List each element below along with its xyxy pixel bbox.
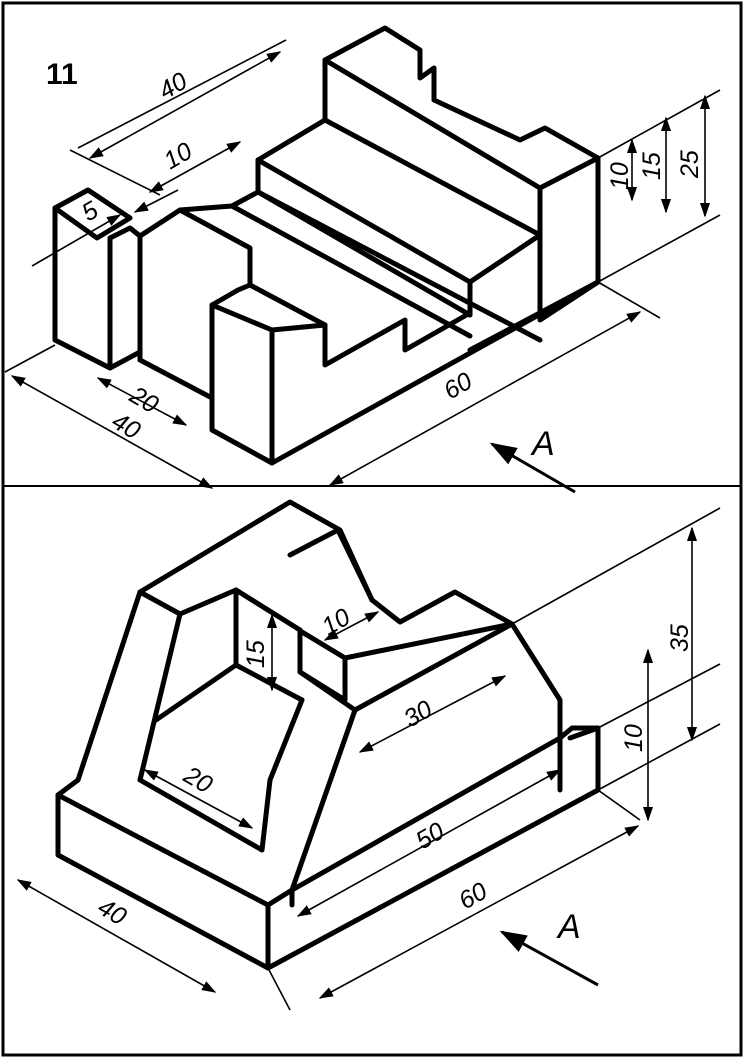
top-rear-block-side — [537, 155, 601, 323]
dim-ext-b10-top — [597, 663, 721, 729]
dim-ext-10-a — [69, 149, 161, 196]
bottom-top-right — [342, 621, 563, 741]
dim-line-b10-slot — [323, 611, 380, 641]
dim-ext-b40 — [267, 967, 291, 1011]
bottom-part-isometric — [55, 499, 601, 971]
bottom-front-bottom-edge — [289, 735, 563, 893]
dim-ext-b35-top — [511, 507, 721, 625]
dim-label-b15: 15 — [242, 640, 270, 668]
bottom-base-corner — [265, 887, 295, 908]
dim-label-60: 60 — [439, 367, 477, 405]
bottom-top-edge — [137, 499, 375, 603]
dim-line-40-width — [10, 375, 214, 489]
bottom-top-inner — [177, 587, 303, 633]
dim-line-b30 — [358, 675, 507, 753]
dim-line-b60 — [318, 825, 640, 999]
view-arrow-top — [489, 442, 576, 494]
top-left-block-edge — [107, 349, 143, 371]
view-label-top: A — [530, 425, 555, 463]
bottom-left-leg — [75, 589, 183, 783]
dim-line-b40 — [16, 879, 217, 993]
bottom-cavity-floor — [233, 662, 305, 703]
top-step-bottom-edge — [255, 189, 473, 318]
bottom-notch-step — [297, 627, 348, 703]
dim-line-10-slot — [148, 141, 242, 193]
bottom-front-top-edge — [352, 621, 515, 713]
dim-label-b10-h: 10 — [620, 724, 648, 752]
dim-label-b35: 35 — [666, 624, 694, 652]
view-arrow-bottom — [499, 930, 599, 987]
bottom-base-front — [55, 792, 271, 971]
top-step-top — [255, 117, 543, 285]
dim-line-40-top — [88, 51, 282, 159]
dim-label-b10-slot: 10 — [317, 603, 355, 641]
top-left-block-top — [52, 187, 133, 241]
dim-line-5 — [31, 214, 122, 267]
view-label-bottom: A — [556, 908, 581, 946]
top-front-step-top — [209, 282, 328, 333]
top-front-step-front — [209, 302, 275, 466]
dim-label-b30: 30 — [399, 695, 437, 733]
dim-line-60 — [328, 311, 642, 486]
dim-label-25-h: 25 — [676, 150, 704, 179]
dim-line-5-b — [133, 189, 179, 213]
dim-label-40-top: 40 — [154, 67, 192, 105]
dim-ext-25-top — [597, 89, 721, 159]
top-rail-upper — [137, 207, 253, 288]
dim-label-10-h: 10 — [606, 162, 634, 190]
top-left-block-front — [52, 205, 113, 371]
dim-label-b20: 20 — [178, 760, 217, 799]
bottom-dimensions: 10 15 30 20 35 10 50 60 40 A — [16, 507, 721, 1011]
dim-label-15-h: 15 — [638, 152, 666, 180]
bottom-cavity-right — [267, 697, 305, 783]
top-rear-block-top — [322, 25, 601, 248]
dim-ext-b60 — [597, 789, 641, 821]
dim-label-b60: 60 — [454, 877, 492, 915]
dim-ext-40-bot — [4, 344, 56, 373]
bottom-base-left-top — [55, 777, 81, 798]
dim-ext-60 — [597, 281, 661, 319]
dim-line-b20 — [143, 769, 254, 829]
bottom-right-step — [557, 725, 601, 741]
dim-label-5: 5 — [77, 196, 103, 227]
top-rear-block-front-top — [322, 57, 543, 191]
top-left-block-side — [107, 225, 143, 363]
dim-ext-base — [597, 214, 721, 283]
bottom-top-slot — [287, 527, 515, 627]
dim-ext-b-base — [597, 723, 721, 791]
exercise-number: 11 — [46, 58, 78, 91]
